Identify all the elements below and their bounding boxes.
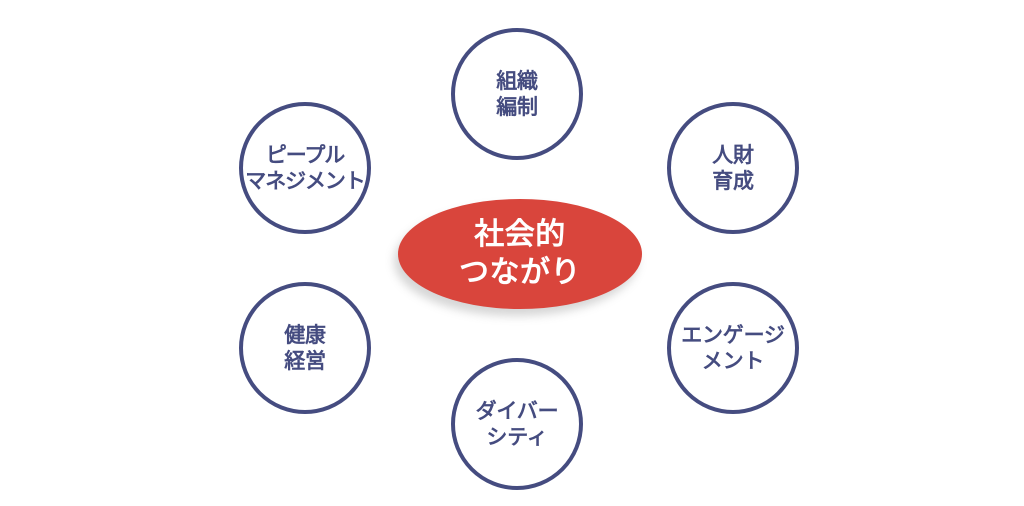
node-talent-development[interactable]: 人財 育成 <box>667 102 799 234</box>
node-label-line-2: 編制 <box>496 95 538 119</box>
center-node-social-connection[interactable]: 社会的 つながり <box>398 199 642 309</box>
node-label-line-1: 人財 <box>712 142 754 167</box>
node-label: 健康 経営 <box>284 322 326 374</box>
center-node-label: 社会的 つながり <box>459 216 581 292</box>
node-label: エンゲージ メント <box>681 322 785 374</box>
node-label: 人財 育成 <box>712 142 754 194</box>
center-label-line-2: つながり <box>459 255 581 290</box>
node-label-line-1: ピープル <box>265 142 345 167</box>
center-label-line-1: 社会的 <box>474 217 566 253</box>
node-label: ピープル マネジメント <box>245 142 366 194</box>
node-label: 組織 編制 <box>496 68 538 120</box>
node-label-line-1: ダイバー <box>475 398 559 423</box>
node-people-management[interactable]: ピープル マネジメント <box>239 102 371 234</box>
node-label-line-1: 組織 <box>496 68 538 93</box>
node-label-line-2: メント <box>701 349 765 373</box>
node-label-line-2: マネジメント <box>245 169 366 193</box>
node-label-line-1: エンゲージ <box>681 322 785 347</box>
node-label: ダイバー シティ <box>476 398 559 450</box>
node-label-line-1: 健康 <box>284 322 326 347</box>
node-label-line-2: 経営 <box>284 349 326 373</box>
node-health-management[interactable]: 健康 経営 <box>239 282 371 414</box>
node-label-line-2: シティ <box>486 425 548 449</box>
node-diversity[interactable]: ダイバー シティ <box>451 358 583 490</box>
node-organization-design[interactable]: 組織 編制 <box>451 28 583 160</box>
node-engagement[interactable]: エンゲージ メント <box>667 282 799 414</box>
node-label-line-2: 育成 <box>712 169 754 193</box>
